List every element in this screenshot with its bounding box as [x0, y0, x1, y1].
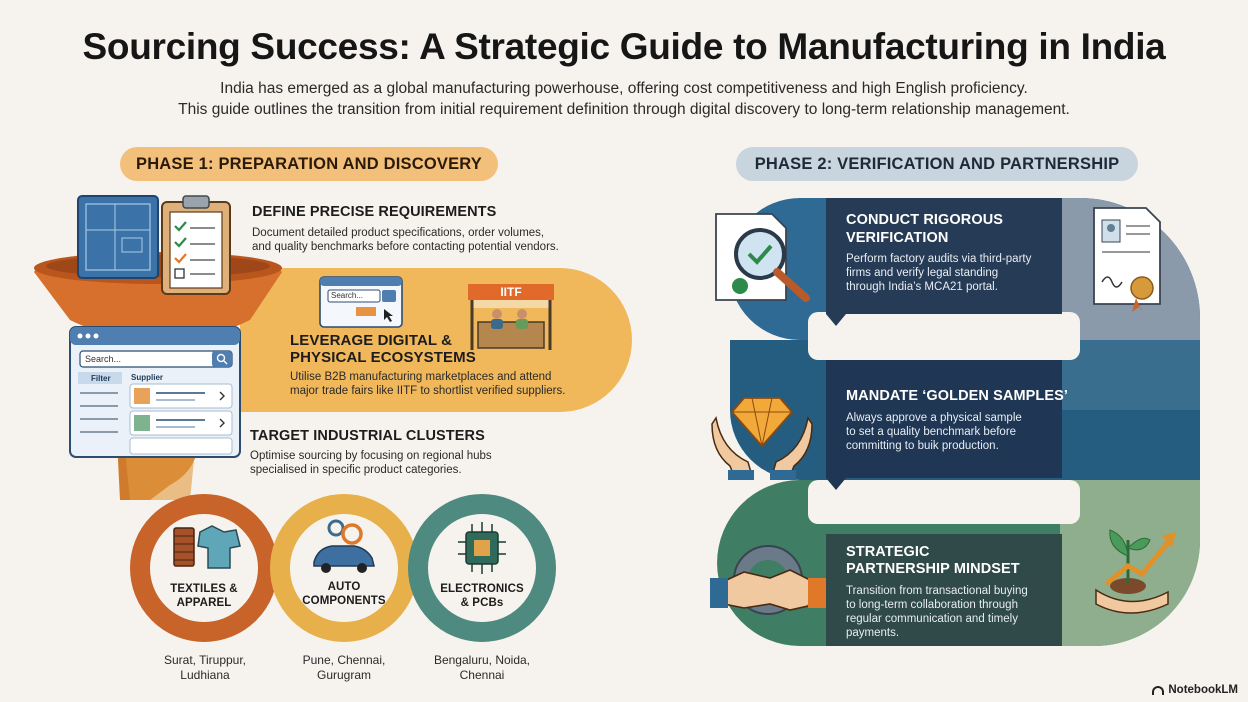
subtitle-line-1: India has emerged as a global manufactur… [220, 80, 1028, 97]
step2-title: LEVERAGE DIGITAL & PHYSICAL ECOSYSTEMS [290, 332, 476, 366]
page-title: Sourcing Success: A Strategic Guide to M… [82, 26, 1166, 67]
step2-text: Utilise B2B manufacturing marketplaces a… [290, 370, 610, 398]
samples-text-line-2: to set a quality benchmark before [846, 426, 1017, 438]
cluster-auto-cities-line-2: Gurugram [316, 668, 372, 682]
cluster-textiles-cities-line-1: Surat, Tiruppur, [163, 653, 247, 667]
step3-text-line-2: specialised in specific product categori… [250, 464, 462, 476]
cluster-electronics-name-line-2: & PCBs [460, 597, 504, 609]
samples-text-line-3: committing to buik production. [846, 440, 999, 452]
phase1-label: PHASE 1: PREPARATION AND DISCOVERY [120, 147, 498, 181]
cluster-auto-cities: Pune, Chennai, Gurugram [289, 653, 399, 683]
cutout-2 [808, 480, 1080, 524]
step3-text-line-1: Optimise sourcing by focusing on regiona… [250, 450, 492, 462]
partner-text-line-4: payments. [846, 627, 900, 639]
iitf-sign: IITF [500, 285, 522, 299]
brand-credit: NotebookLM [1152, 684, 1238, 696]
step1-text-line-2: and quality benchmarks before contacting… [252, 241, 559, 253]
step3-title: TARGET INDUSTRIAL CLUSTERS [250, 428, 485, 444]
step2-title-line-1: LEVERAGE DIGITAL & [290, 332, 453, 349]
handshake-gear-icon [710, 545, 826, 615]
cutout-1 [808, 312, 1080, 360]
step1-text-line-1: Document detailed product specifications… [252, 227, 545, 239]
partner-title-line-2: PARTNERSHIP MINDSET [846, 561, 1020, 577]
magnifier-document-icon [715, 213, 810, 302]
verify-title-line-2: VERIFICATION [846, 230, 949, 246]
certificate-icon [1093, 207, 1161, 312]
directory-search-input: Search... [85, 354, 122, 364]
partner-text-line-2: to long-term collaboration through [846, 599, 1018, 611]
growth-plant-icon [1095, 529, 1176, 614]
diamond-hands-icon [711, 397, 813, 480]
cluster-textiles-name-line-1: TEXTILES & [170, 583, 238, 595]
step3-text: Optimise sourcing by focusing on regiona… [250, 449, 580, 477]
page-subtitle: India has emerged as a global manufactur… [0, 78, 1248, 120]
blueprint-icon [77, 195, 159, 279]
cluster-electronics-cities: Bengaluru, Noida, Chennai [422, 653, 542, 683]
step2-title-line-2: PHYSICAL ECOSYSTEMS [290, 349, 476, 366]
step1-title: DEFINE PRECISE REQUIREMENTS [252, 204, 497, 220]
partner-title-line-1: STRATEGIC [846, 544, 930, 560]
auto-icon [313, 519, 375, 573]
directory-filter-label: Filter [91, 374, 111, 383]
partner-text-line-1: Transition from transactional buying [846, 585, 1028, 597]
phase2-label: PHASE 2: VERIFICATION AND PARTNERSHIP [736, 147, 1138, 181]
verify-text-line-1: Perform factory audits via third-party [846, 253, 1032, 265]
cluster-textiles-cities-line-2: Ludhiana [180, 668, 230, 682]
cluster-auto-name-line-2: COMPONENTS [302, 595, 386, 607]
cluster-auto-cities-line-1: Pune, Chennai, [302, 653, 386, 667]
trade-fair-booth [468, 284, 554, 350]
clipboard-icon [161, 195, 231, 295]
partner-text-line-3: regular communication and timely [846, 613, 1018, 625]
step2-text-line-2: major trade fairs like IITF to shortlist… [290, 385, 566, 397]
samples-title: MANDATE ‘GOLDEN SAMPLES’ [846, 388, 1069, 404]
verify-title-line-1: CONDUCT RIGOROUS [846, 212, 1004, 228]
cluster-textiles-name: TEXTILES & APPAREL [154, 582, 254, 610]
cluster-electronics-name-line-1: ELECTRONICS [440, 583, 524, 595]
directory-supplier-label: Supplier [131, 373, 164, 382]
samples-text-line-1: Always approve a physical sample [846, 412, 1022, 424]
verify-title: CONDUCT RIGOROUS VERIFICATION [846, 211, 1003, 247]
brand-name: NotebookLM [1168, 684, 1238, 696]
samples-card [826, 360, 1062, 478]
step1-text: Document detailed product specifications… [252, 226, 612, 254]
marketplace-search-input: Search... [331, 291, 364, 300]
partner-text: Transition from transactional buying to … [846, 584, 1056, 640]
verify-card [826, 198, 1062, 314]
textiles-icon [173, 525, 241, 569]
marketplace-window [319, 276, 403, 328]
verify-text: Perform factory audits via third-party f… [846, 252, 1056, 294]
cluster-electronics-cities-line-2: Chennai [459, 668, 505, 682]
samples-text: Always approve a physical sample to set … [846, 411, 1056, 453]
cluster-textiles-cities: Surat, Tiruppur, Ludhiana [150, 653, 260, 683]
partner-title: STRATEGIC PARTNERSHIP MINDSET [846, 544, 1020, 578]
partner-card [826, 534, 1062, 646]
cluster-auto-name: AUTO COMPONENTS [294, 580, 394, 608]
verify-text-line-3: through India’s MCA21 portal. [846, 281, 998, 293]
supplier-directory-window [69, 326, 241, 458]
cluster-textiles-name-line-2: APPAREL [176, 597, 232, 609]
subtitle-line-2: This guide outlines the transition from … [178, 101, 1070, 118]
step2-text-line-1: Utilise B2B manufacturing marketplaces a… [290, 371, 552, 383]
cluster-electronics-cities-line-1: Bengaluru, Noida, [433, 653, 531, 667]
cluster-auto-name-line-1: AUTO [327, 581, 361, 593]
pcb-chip-icon [458, 522, 506, 574]
verify-text-line-2: firms and verify legal standing [846, 267, 999, 279]
notebooklm-logo-icon [1152, 685, 1165, 695]
cluster-electronics-name: ELECTRONICS & PCBs [432, 582, 532, 610]
